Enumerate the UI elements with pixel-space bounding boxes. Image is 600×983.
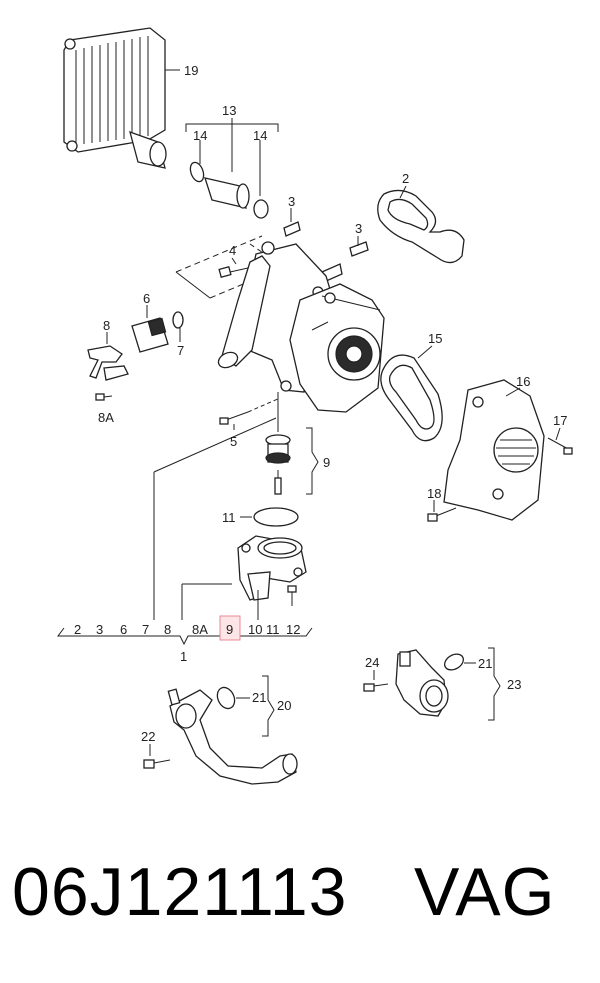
- timing-cover-part: [443, 379, 545, 521]
- clip-part: [87, 332, 129, 401]
- index-item-highlighted: 9: [226, 622, 233, 637]
- callout-23: 23: [507, 677, 521, 692]
- callout-17: 17: [553, 413, 567, 428]
- callout-4: 4: [229, 243, 236, 258]
- flange-assembly-23: [363, 647, 501, 721]
- bolt-17: [547, 427, 573, 455]
- bolt-18: [427, 500, 457, 522]
- callout-18: 18: [427, 486, 441, 501]
- pump-housing-part: [217, 241, 385, 413]
- brand-name: VAG: [414, 854, 556, 930]
- callout-22: 22: [141, 729, 155, 744]
- index-item: 8A: [192, 622, 208, 637]
- exploded-parts-diagram: 19 13 14 14 2 3 3 4 6 7 8 8A 15 16 17 5 …: [57, 27, 573, 785]
- index-row: 2 3 6 7 8 8A 9 10 11 12: [74, 622, 300, 637]
- callout-13: 13: [222, 103, 236, 118]
- index-item: 10: [248, 622, 262, 637]
- callout-11: 11: [222, 510, 236, 525]
- index-item: 2: [74, 622, 81, 637]
- index-item: 3: [96, 622, 103, 637]
- callout-20: 20: [277, 698, 291, 713]
- callout-3: 3: [288, 194, 295, 209]
- connector-part: [185, 118, 279, 219]
- sensor-part: [131, 305, 184, 353]
- bolt-4: [218, 257, 249, 278]
- index-item: 6: [120, 622, 127, 637]
- callout-8a: 8A: [98, 410, 114, 425]
- callout-labels: 19 13 14 14 2 3 3 4 6 7 8 8A 15 16 17 5 …: [98, 63, 567, 744]
- callout-15: 15: [428, 331, 442, 346]
- part-number: 06J121113: [12, 854, 348, 930]
- index-item: 12: [286, 622, 300, 637]
- callout-8: 8: [103, 318, 110, 333]
- footer: 06J121113 VAG: [0, 858, 600, 948]
- highlight-box: [219, 615, 241, 641]
- gasket-part: [377, 185, 465, 264]
- oil-cooler-part: [63, 27, 180, 169]
- coolant-outlet-part: [237, 535, 307, 606]
- callout-16: 16: [516, 374, 530, 389]
- callout-7: 7: [177, 343, 184, 358]
- callout-9: 9: [323, 455, 330, 470]
- o-ring-part: [240, 507, 299, 527]
- callout-21: 21: [252, 690, 266, 705]
- thermostat-part: [265, 392, 319, 495]
- callout-3: 3: [355, 221, 362, 236]
- bolt-5: [219, 397, 281, 430]
- index-item: 7: [142, 622, 149, 637]
- index-brace: [57, 417, 313, 646]
- callout-2: 2: [402, 171, 409, 186]
- index-item: 11: [266, 622, 280, 637]
- callout-6: 6: [143, 291, 150, 306]
- coolant-pipe-20: [143, 675, 298, 785]
- index-item: 8: [164, 622, 171, 637]
- callout-5: 5: [230, 434, 237, 449]
- callout-14: 14: [193, 128, 207, 143]
- callout-24: 24: [365, 655, 379, 670]
- callout-19: 19: [184, 63, 198, 78]
- drive-belt-part: [380, 345, 443, 442]
- callout-21: 21: [478, 656, 492, 671]
- callout-14: 14: [253, 128, 267, 143]
- callout-1: 1: [180, 649, 187, 664]
